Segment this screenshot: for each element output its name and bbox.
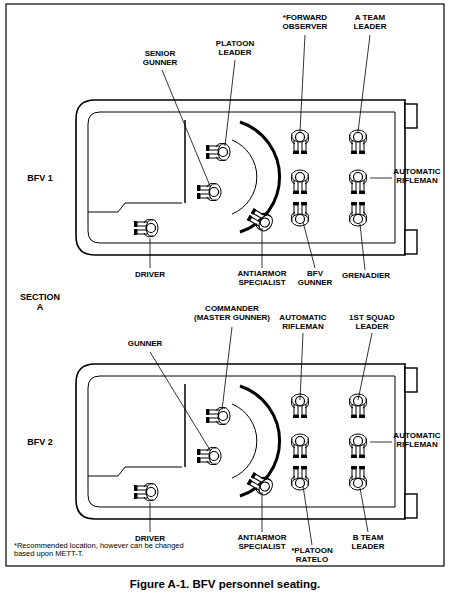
callout-label: GRENADIER [338, 272, 394, 281]
callout-label: SECTION A [18, 292, 62, 312]
callout-label: BFV 1 [18, 173, 62, 183]
callout-label: DRIVER [125, 271, 175, 280]
bfv-1-drawing [76, 100, 417, 255]
callout-label: 1ST SQUAD LEADER [344, 314, 400, 332]
callout-label: PLATOON LEADER [210, 40, 260, 58]
callout-label: A TEAM LEADER [347, 14, 393, 32]
figure-caption: Figure A-1. BFV personnel seating. [25, 578, 425, 591]
callout-label: COMMANDER (MASTER GUNNER) [186, 305, 278, 323]
callout-label: ANTIARMOR SPECIALIST [233, 534, 291, 552]
bfv-2-drawing [76, 364, 417, 519]
callout-label: AUTOMATIC RIFLEMAN [392, 432, 442, 450]
callout-label: GUNNER [120, 340, 170, 349]
callout-label: AUTOMATIC RIFLEMAN [274, 314, 332, 332]
callout-label: SENIOR GUNNER [137, 50, 183, 68]
callout-label: AUTOMATIC RIFLEMAN [392, 168, 442, 186]
figure-frame [6, 4, 444, 566]
callout-label: BFV 2 [18, 437, 62, 447]
footnote: *Recommended location, however can be ch… [14, 542, 196, 559]
callout-label: *PLATOON RATELO [286, 547, 338, 565]
callout-label: ANTIARMOR SPECIALIST [233, 270, 291, 288]
callout-label: *FORWARD OBSERVER [275, 14, 335, 32]
leader-lines [150, 35, 392, 545]
callout-label: B TEAM LEADER [344, 534, 392, 552]
callout-label: BFV GUNNER [295, 270, 335, 288]
